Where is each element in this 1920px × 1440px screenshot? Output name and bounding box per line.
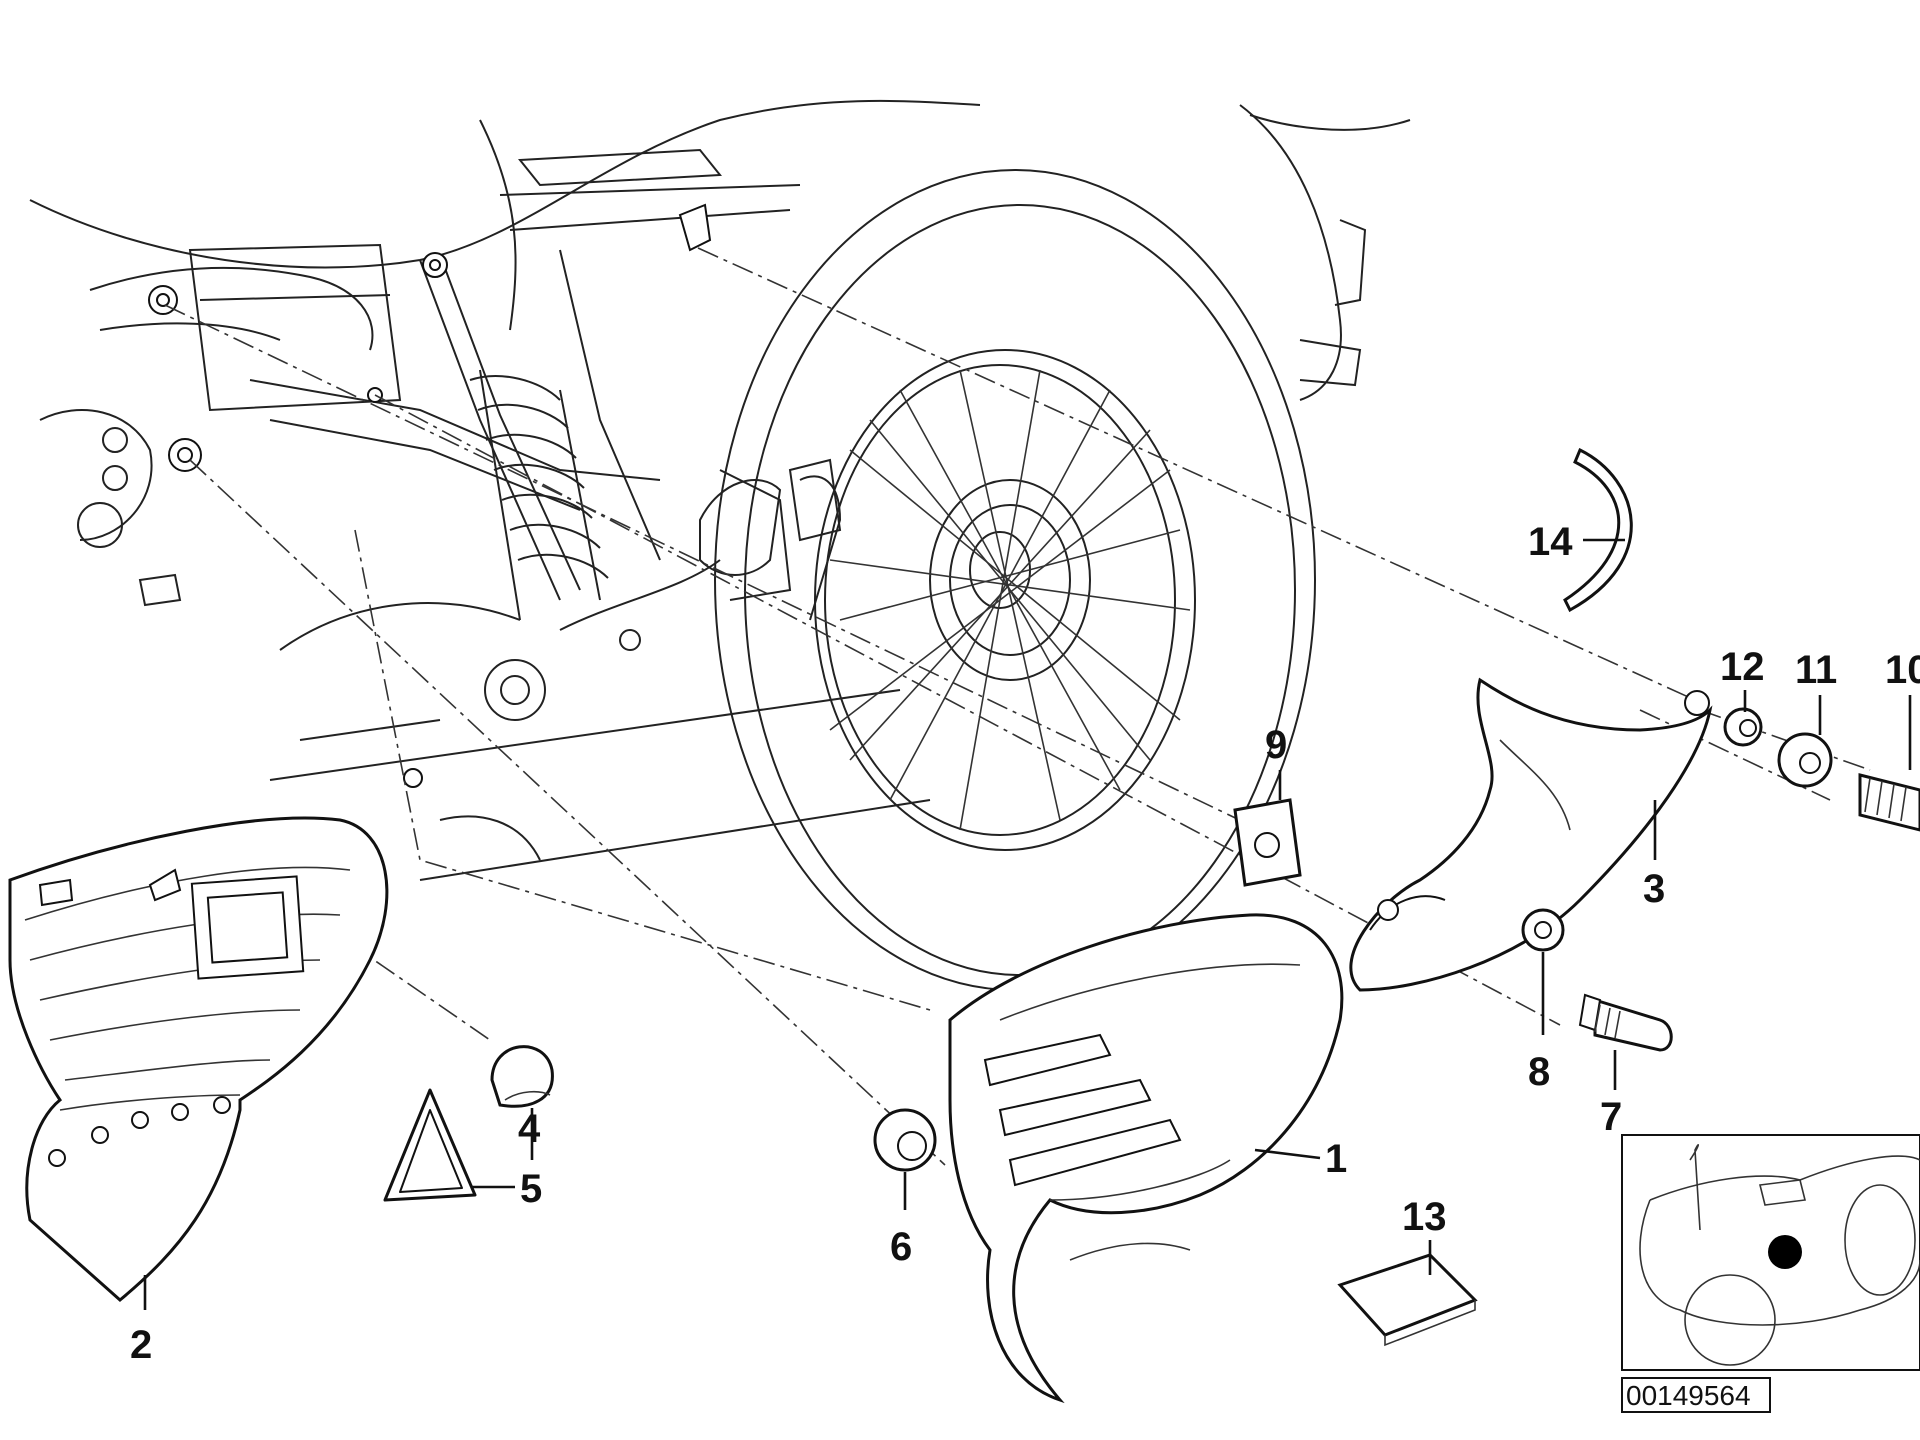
- part-1-lower-cover: [948, 913, 1344, 1404]
- part-3-bracket-cover: [1349, 677, 1713, 992]
- location-marker: [1768, 1235, 1802, 1269]
- callout-6: 6: [890, 1225, 912, 1269]
- leader-lines: [143, 538, 1912, 1310]
- part-13-pad: [1337, 1253, 1478, 1347]
- callout-10: 10: [1885, 648, 1920, 692]
- part-7-screw: [1578, 993, 1673, 1052]
- callout-9: 9: [1265, 723, 1287, 767]
- reference-number-box: 00149564: [1621, 1377, 1771, 1413]
- part-9-clip-nut: [1233, 798, 1302, 887]
- callout-4: 4: [518, 1107, 541, 1151]
- part-10-bolt: [1858, 773, 1920, 832]
- part-11-spacer: [1777, 732, 1833, 788]
- part-6-grommet: [873, 1108, 937, 1172]
- part-4-cap: [490, 1045, 554, 1108]
- callout-11: 11: [1795, 648, 1837, 692]
- callout-2: 2: [130, 1323, 152, 1367]
- callout-14: 14: [1528, 520, 1573, 564]
- callout-labels: 1 2 3 4 6 7 8 9 10 11 12 13 14 5: [130, 520, 1920, 1367]
- callout-1: 1: [1325, 1137, 1347, 1181]
- callout-13: 13: [1402, 1195, 1447, 1239]
- rear-wheel: [714, 169, 1316, 991]
- reference-number: 00149564: [1626, 1380, 1751, 1411]
- location-inset: [1621, 1134, 1920, 1371]
- callout-7: 7: [1600, 1095, 1622, 1139]
- part-2-side-cover: [8, 816, 389, 1302]
- callout-5: 5: [520, 1167, 542, 1211]
- part-14-hose: [1563, 447, 1633, 613]
- callout-3: 3: [1643, 867, 1665, 911]
- part-5-seal-ring: [383, 1088, 477, 1202]
- part-12-rubber-bush: [1723, 707, 1763, 747]
- part-8-washer: [1521, 908, 1565, 952]
- callout-8: 8: [1528, 1050, 1550, 1094]
- assembly-lines: [164, 247, 1871, 1166]
- shock-absorber: [469, 369, 609, 621]
- callout-12: 12: [1720, 645, 1765, 689]
